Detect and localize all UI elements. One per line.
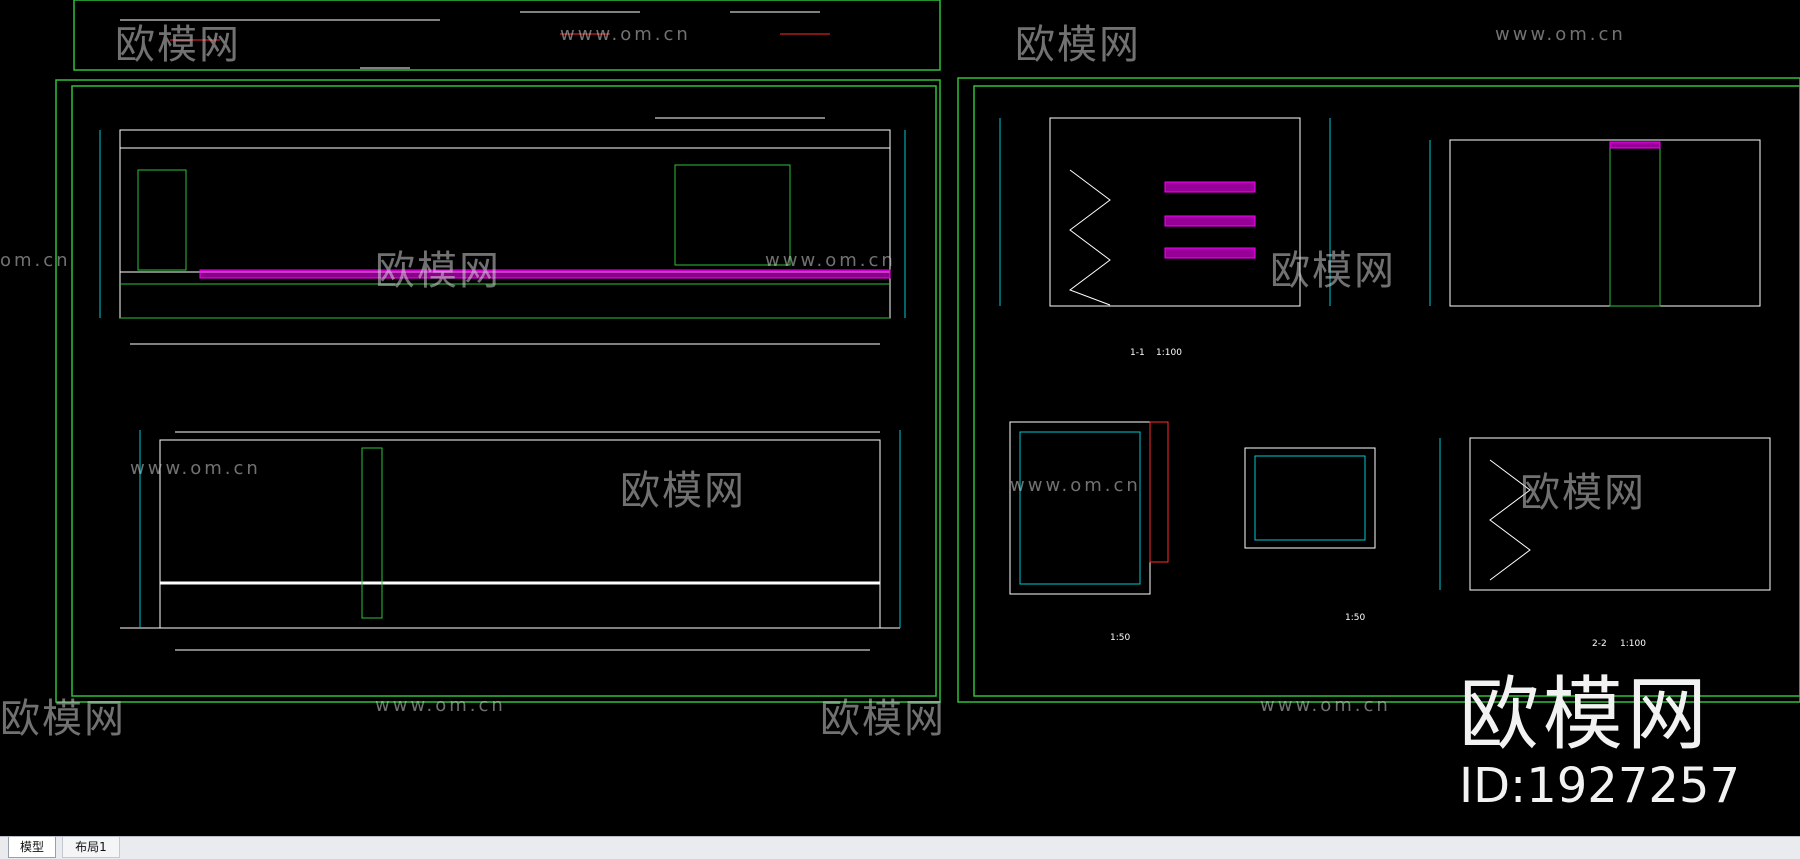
toilet-plan-2 <box>1244 447 1376 549</box>
tab-layout1[interactable]: 布局1 <box>62 837 120 858</box>
sheet-frames <box>55 0 1800 703</box>
layout-tab-bar: 模型 布局1 <box>0 836 1800 859</box>
left-sheet-outer-frame <box>55 79 941 703</box>
brand-overlay: 欧模网 ID:1927257 <box>1458 668 1740 815</box>
caption-section-2-2-scale: 1:100 <box>1620 639 1646 649</box>
drawing-captions: 1-1 1:100 2-2 1:100 1:50 1:50 <box>1110 348 1646 649</box>
tab-model[interactable]: 模型 <box>8 837 56 858</box>
brand-logo: 欧模网 <box>1458 668 1711 761</box>
top-strip-drawings <box>120 11 830 69</box>
elevation-1 <box>99 117 906 345</box>
caption-section-1-1-scale: 1:100 <box>1156 348 1182 358</box>
section-2-2 <box>1439 437 1771 591</box>
caption-plan-1-scale: 1:50 <box>1110 633 1130 643</box>
elevation-3 <box>1429 139 1761 307</box>
elevation-2 <box>120 430 901 651</box>
caption-section-1-1: 1-1 <box>1130 348 1145 358</box>
model-space-canvas[interactable]: 1-1 1:100 2-2 1:100 1:50 1:50 欧模网 www.om… <box>0 0 1800 836</box>
brand-id: ID:1927257 <box>1458 758 1740 814</box>
caption-plan-2-scale: 1:50 <box>1345 613 1365 623</box>
toilet-plan-1 <box>1009 421 1169 595</box>
top-sheet-frame <box>73 0 941 71</box>
right-sheet-outer-frame <box>957 77 1800 703</box>
left-sheet-inner-frame <box>71 85 937 697</box>
section-1-1 <box>999 117 1331 307</box>
cad-drawing: 1-1 1:100 2-2 1:100 1:50 1:50 <box>55 0 1800 703</box>
right-sheet-inner-frame <box>973 85 1800 697</box>
caption-section-2-2: 2-2 <box>1592 639 1607 649</box>
